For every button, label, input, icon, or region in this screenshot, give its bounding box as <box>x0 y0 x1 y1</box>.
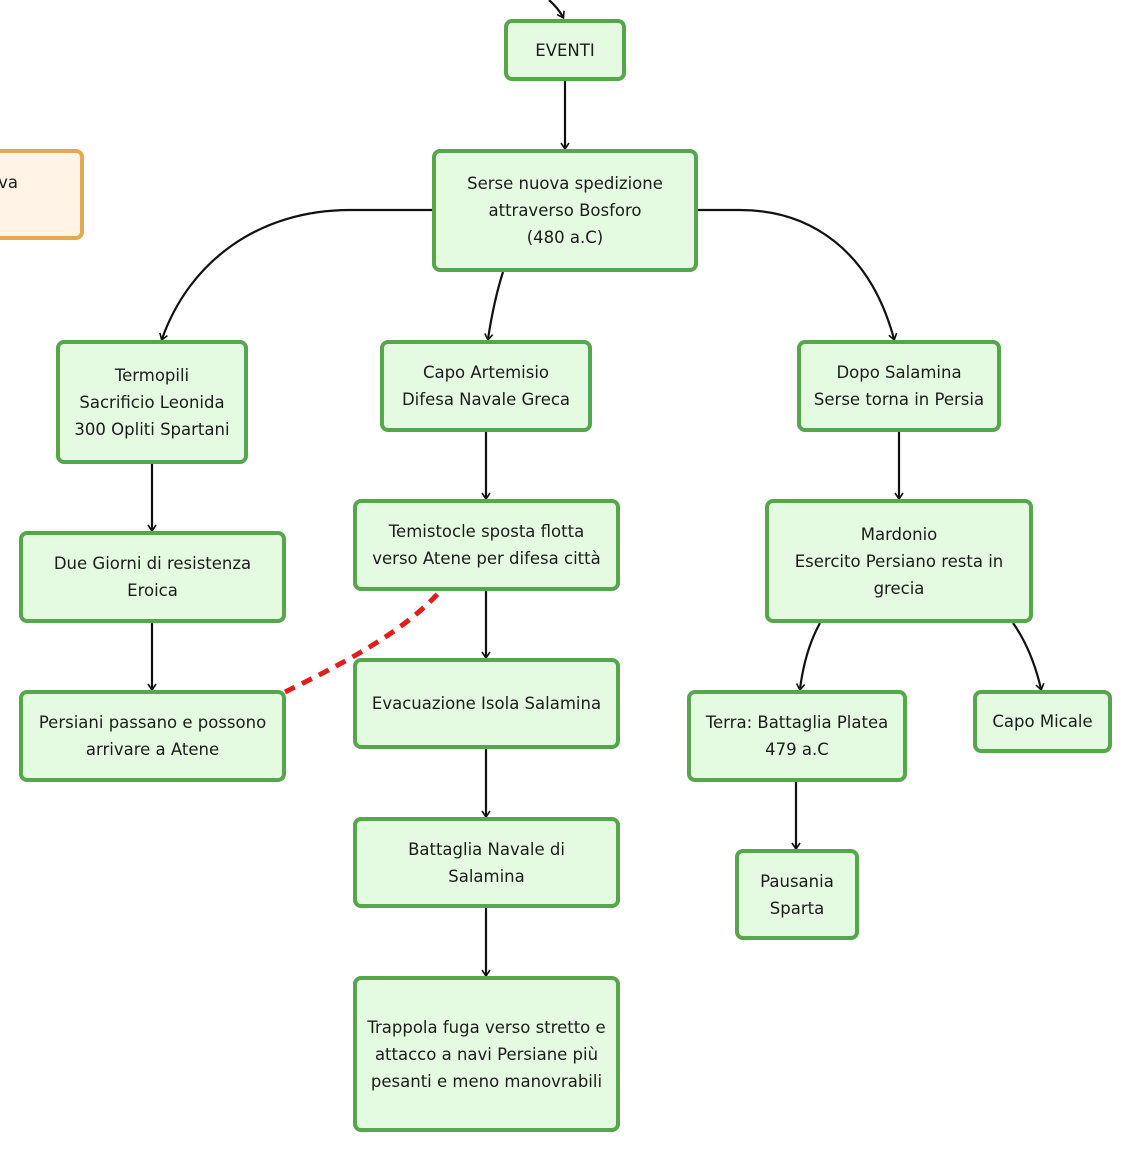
node-capo-artemisio[interactable]: Capo Artemisio Difesa Navale Greca <box>380 340 592 432</box>
edge-serse-to-artemisio <box>484 271 505 342</box>
edge-top-to-eventi <box>548 0 565 20</box>
node-due-giorni[interactable]: Due Giorni di resistenza Eroica <box>19 531 286 623</box>
node-evacuazione[interactable]: Evacuazione Isola Salamina <box>353 658 620 749</box>
node-capo-micale[interactable]: Capo Micale <box>973 690 1112 753</box>
node-battaglia-platea[interactable]: Terra: Battaglia Platea 479 a.C <box>687 690 907 782</box>
node-serse-spedizione[interactable]: Serse nuova spedizione attraverso Bosfor… <box>432 149 698 272</box>
node-eventi[interactable]: EVENTI <box>504 19 626 81</box>
node-persiani-passano[interactable]: Persiani passano e possono arrivare a At… <box>19 690 286 782</box>
edge-mardonio-to-capo-micale <box>1012 622 1045 692</box>
side-note-node[interactable]: ova <box>0 149 84 240</box>
node-mardonio[interactable]: Mardonio Esercito Persiano resta in grec… <box>765 499 1033 623</box>
edge-serse-to-termopili <box>159 208 432 342</box>
node-termopili[interactable]: Termopili Sacrificio Leonida 300 Opliti … <box>56 340 248 464</box>
edge-serse-to-dopo-salamina <box>698 208 898 342</box>
node-dopo-salamina[interactable]: Dopo Salamina Serse torna in Persia <box>797 340 1001 432</box>
node-battaglia-navale[interactable]: Battaglia Navale di Salamina <box>353 817 620 908</box>
dashed-link-persiani-to-temistocle <box>283 588 443 695</box>
node-trappola[interactable]: Trappola fuga verso stretto e attacco a … <box>353 976 620 1132</box>
node-temistocle[interactable]: Temistocle sposta flotta verso Atene per… <box>353 499 620 591</box>
edge-mardonio-to-platea <box>795 622 821 692</box>
node-pausania[interactable]: Pausania Sparta <box>735 849 859 940</box>
